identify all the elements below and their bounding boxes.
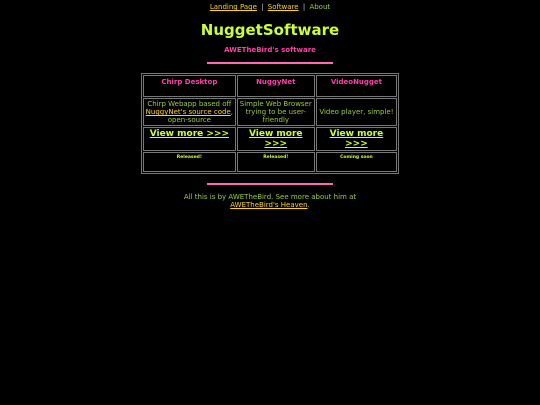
page-subtitle: AWETheBird's software [224,46,316,54]
table-row-view-more: View more >>> View more >>> View more >>… [143,127,397,151]
nav-separator: | [302,3,306,11]
nav-link-landing-page[interactable]: Landing Page [209,3,257,11]
view-more-nuggynet-link[interactable]: View more >>> [248,129,303,149]
footer-period: . [307,201,310,209]
desc-text: Chirp Webapp based off [147,100,232,108]
table-row-descriptions: Chirp Webapp based off NuggyNet's source… [143,98,397,126]
divider-top [207,62,333,64]
page-title: NuggetSoftware [200,21,340,39]
nuggynet-source-link[interactable]: NuggyNet's source code [145,108,231,116]
footer-text: All this is by AWETheBird. See more abou… [183,193,357,201]
page: Landing Page | Software | About NuggetSo… [0,0,540,209]
product-desc-nuggynet: Simple Web Browser trying to be user-fri… [236,98,315,126]
nav-item-about: About [309,3,331,11]
view-more-cell: View more >>> [236,127,315,151]
view-more-videonugget-link[interactable]: View more >>> [329,129,384,149]
desc-text: , open-source [167,108,234,124]
product-name-nuggynet: NuggyNet [236,75,315,97]
status-nuggynet: Released! [236,152,315,172]
view-more-cell: View more >>> [143,127,236,151]
nav-separator: | [261,3,264,11]
nav-link-software[interactable]: Software [267,3,299,11]
status-chirp-desktop: Released! [143,152,236,172]
aw-heaven-link[interactable]: AWETheBird's Heaven [230,201,308,209]
table-row-status: Released! Released! Coming soon [143,152,397,172]
view-more-chirp-desktop-link[interactable]: View more >>> [149,129,229,139]
status-videonugget: Coming soon [315,152,397,172]
divider-bottom [207,183,333,185]
table-row-names: Chirp Desktop NuggyNet VideoNugget [143,75,397,97]
product-name-chirp-desktop: Chirp Desktop [143,75,236,97]
top-nav: Landing Page | Software | About [0,0,540,11]
products-table: Chirp Desktop NuggyNet VideoNugget Chirp… [141,73,399,174]
view-more-cell: View more >>> [315,127,397,151]
footer: All this is by AWETheBird. See more abou… [0,193,540,209]
product-desc-videonugget: Video player, simple! [315,98,397,126]
product-desc-chirp-desktop: Chirp Webapp based off NuggyNet's source… [143,98,236,126]
product-name-videonugget: VideoNugget [315,75,397,97]
